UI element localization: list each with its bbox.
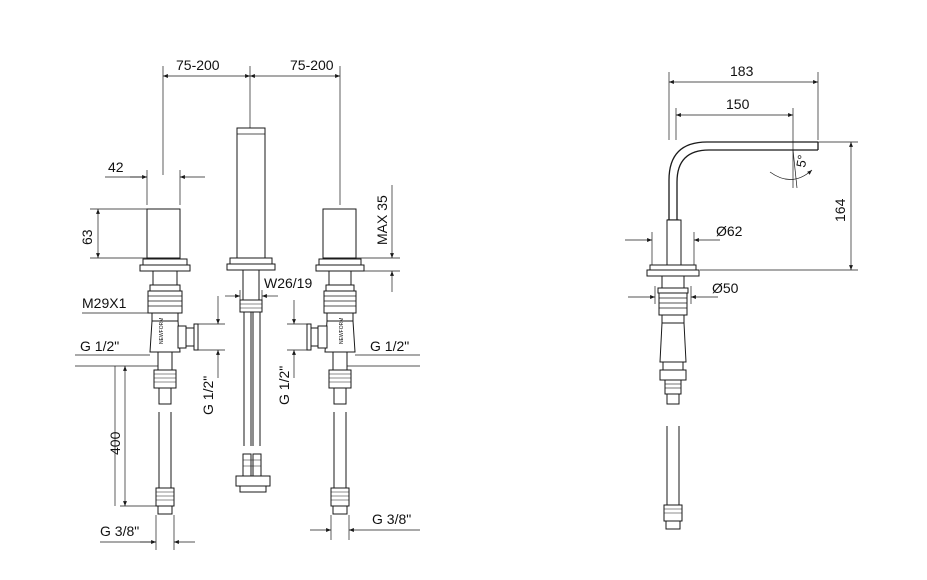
dim-body-thread: M29X1 bbox=[82, 295, 127, 311]
dim-nut-thread: W26/19 bbox=[264, 275, 312, 291]
dim-spout-height: 164 bbox=[832, 198, 848, 222]
dim-inlet-vert-left: G 1/2" bbox=[200, 376, 216, 415]
spout-base bbox=[646, 264, 700, 530]
dim-hose-length: 400 bbox=[107, 431, 123, 455]
dim-inlet-vert-right: G 1/2" bbox=[276, 366, 292, 405]
right-valve: NEWFORM bbox=[306, 208, 365, 515]
right-valve-dimensions: MAX 35 G 1/2" G 1/2" G 3/8" bbox=[276, 185, 420, 540]
dim-reach: 150 bbox=[726, 96, 750, 112]
dim-hose-end-right: G 3/8" bbox=[372, 511, 411, 527]
dimension-base-diameter: Ø62 bbox=[625, 223, 743, 266]
dim-angle: 5° bbox=[793, 154, 810, 169]
dimension-height: 164 bbox=[700, 141, 858, 271]
dimension-reach: 183 150 bbox=[668, 63, 819, 150]
dim-inlet-left: G 1/2" bbox=[80, 338, 119, 354]
center-spout bbox=[226, 127, 276, 493]
dim-max-deck: MAX 35 bbox=[374, 195, 390, 245]
dim-base-diameter: Ø62 bbox=[716, 223, 743, 239]
dim-hose-end-left: G 3/8" bbox=[100, 523, 139, 539]
left-valve-dimensions: M29X1 G 1/2" 400 G 3/8" G 1/2" bbox=[75, 295, 225, 550]
dimension-angle: 5° bbox=[769, 149, 813, 189]
dim-handle-height: 63 bbox=[79, 229, 95, 245]
dim-spacing-left: 75-200 bbox=[176, 57, 220, 73]
dim-reach-total: 183 bbox=[730, 63, 754, 79]
nut-thread-dimension: W26/19 bbox=[225, 275, 312, 300]
left-valve: NEWFORM bbox=[139, 208, 199, 515]
spout-body bbox=[666, 141, 819, 266]
dim-handle-width: 42 bbox=[108, 159, 124, 175]
svg-text:NEWFORM: NEWFORM bbox=[339, 318, 345, 344]
front-view: 75-200 75-200 42 63 bbox=[75, 57, 420, 550]
dimension-shank-diameter: Ø50 bbox=[628, 280, 739, 304]
svg-text:NEWFORM: NEWFORM bbox=[159, 318, 165, 344]
dimension-handle-height: 63 bbox=[79, 208, 147, 259]
dim-inlet-right: G 1/2" bbox=[370, 338, 409, 354]
side-view: 183 150 5° 164 bbox=[625, 63, 858, 530]
dimension-handle-width: 42 bbox=[105, 159, 205, 205]
dim-shank-diameter: Ø50 bbox=[712, 280, 739, 296]
dim-spacing-right: 75-200 bbox=[290, 57, 334, 73]
dimension-spacing: 75-200 75-200 bbox=[162, 57, 341, 205]
